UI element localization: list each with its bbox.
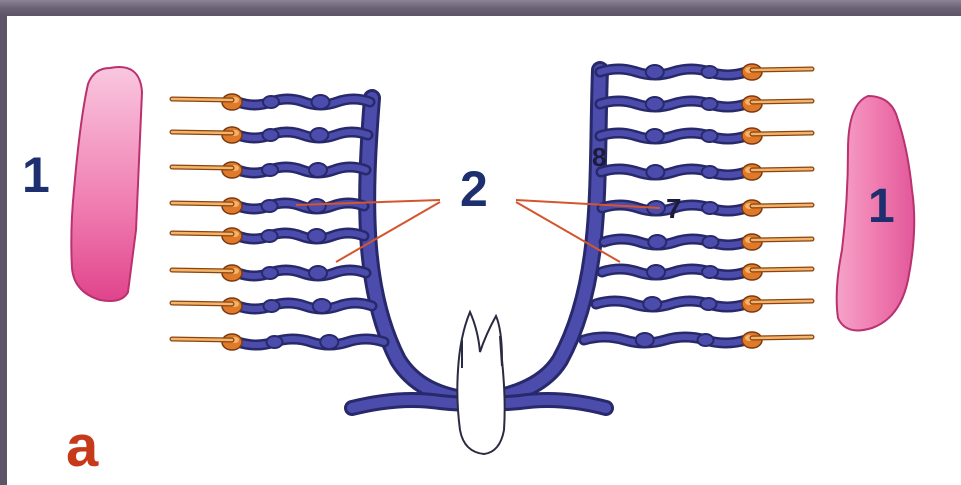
- branch-right-8: [596, 296, 812, 312]
- label-a: a: [66, 414, 99, 479]
- label-8: 8: [592, 142, 606, 172]
- branch-right-2: [600, 96, 812, 112]
- label-1-left: 1: [22, 147, 50, 203]
- branch-left-7: [172, 298, 372, 314]
- label-1-right: 1: [868, 180, 895, 233]
- branch-right-6: [604, 234, 812, 250]
- branch-right-4: [601, 164, 812, 180]
- branch-left-5: [172, 228, 364, 244]
- branch-right-3: [600, 128, 812, 144]
- branches-left: [172, 94, 384, 350]
- central-duct: [457, 312, 504, 454]
- branch-right-5: [602, 200, 812, 216]
- branch-left-2: [172, 127, 368, 143]
- branch-left-8: [172, 334, 384, 350]
- label-2: 2: [460, 161, 488, 217]
- branch-right-7: [602, 264, 812, 280]
- branch-left-6: [172, 265, 366, 281]
- branch-left-3: [172, 162, 366, 178]
- branch-left-1: [172, 94, 370, 110]
- label-7: 7: [666, 193, 682, 224]
- pink-bar-left: [71, 67, 142, 301]
- branch-right-9: [584, 332, 812, 348]
- branch-right-1: [600, 64, 812, 80]
- branch-left-4: [172, 198, 364, 214]
